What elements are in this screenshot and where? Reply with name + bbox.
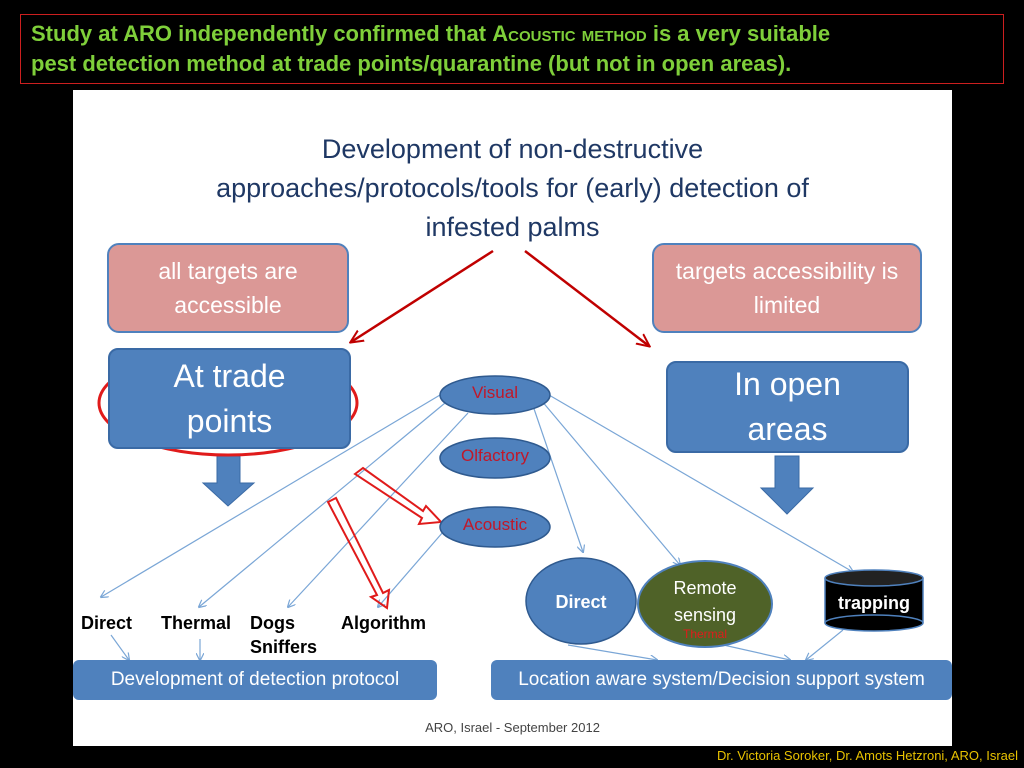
slide-title-line-1: Development of non-destructive [321,134,704,164]
arrow-to-open-areas [524,250,649,346]
note-all-targets-accessible: all targets are accessible [107,243,349,333]
acoustic-highlight-arrows [326,466,444,610]
header-text-pre: Study at ARO independently confirmed tha… [31,21,493,46]
box-open-areas-line-1: In open [734,366,841,402]
slide-title-line-3: infested palms [425,212,600,242]
header-line-2: pest detection method at trade points/qu… [31,51,792,76]
trapping-label: trapping [838,593,910,613]
circle-remote-label: Remote sensing [638,575,772,629]
ellipse-acoustic [439,506,551,548]
label-dogs: Dogs [250,613,295,633]
header-text-post: is a very suitable [646,21,831,46]
remote-line-1: Remote [673,578,737,598]
label-visual: Visual [472,383,518,402]
remote-line-2: sensing [673,605,737,625]
author-credit: Dr. Victoria Soroker, Dr. Amots Hetzroni… [716,748,1018,763]
circle-remote-sensing [637,560,773,648]
label-algorithm: Algorithm [341,613,426,633]
label-thermal: Thermal [161,613,232,633]
down-arrow-right [759,455,815,515]
ellipse-visual [439,375,551,415]
label-acoustic: Acoustic [462,515,528,534]
header-acoustic-method: Acoustic method [492,21,647,46]
bar-detection-protocol: Development of detection protocol [73,660,437,700]
header-banner: Study at ARO independently confirmed tha… [20,14,1004,84]
slide-title: Development of non-destructive approache… [73,130,952,247]
circle-direct [525,557,637,645]
label-sniffers: Sniffers [250,637,318,657]
bar-location-aware-system: Location aware system/Decision support s… [491,660,952,700]
box-open-areas-line-2: areas [747,411,828,447]
diagram-connectors [97,249,924,746]
label-olfactory: Olfactory [460,446,530,465]
slide-footer: ARO, Israel - September 2012 [425,720,600,735]
slide: Development of non-destructive approache… [73,90,952,746]
box-trade-points-line-2: points [186,402,273,439]
cylinder-trapping [824,569,924,632]
label-direct: Direct [81,613,133,633]
box-trade-points: At trade points [108,348,351,449]
remote-sensing-thermal: Thermal [682,627,727,641]
header-line-1: Study at ARO independently confirmed tha… [31,19,993,49]
slide-title-line-2: approaches/protocols/tools for (early) d… [216,173,809,203]
note-targets-limited: targets accessibility is limited [652,243,922,333]
box-open-areas: In open areas [666,361,909,453]
arrow-to-trade-points [351,249,494,342]
ellipse-olfactory [439,437,551,479]
circle-direct-label: Direct [555,592,607,612]
box-trade-points-line-1: At trade [173,357,286,394]
label-dogs-sniffers: Dogs Sniffers [250,611,317,659]
down-arrow-left [201,455,256,507]
